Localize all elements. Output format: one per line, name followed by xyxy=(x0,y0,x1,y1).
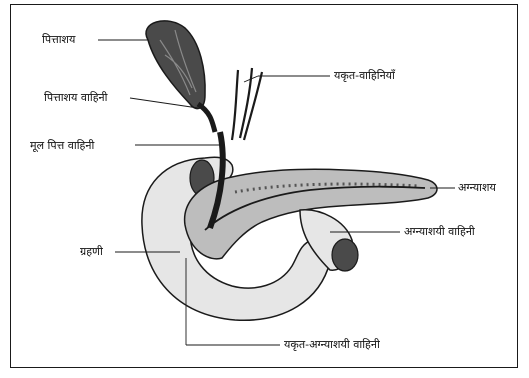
label-hepatic-ducts: यकृत-वाहिनियाँ xyxy=(334,70,395,82)
label-gallbladder: पित्ताशय xyxy=(42,34,75,46)
label-cystic-duct: पित्ताशय वाहिनी xyxy=(44,92,108,104)
label-hepatopancreatic-duct: यकृत-अग्न्याशयी वाहिनी xyxy=(284,339,380,351)
cystic-duct-path xyxy=(198,104,215,132)
intestine-opening xyxy=(332,239,358,271)
label-pancreatic-duct: अग्न्याशयी वाहिनी xyxy=(404,226,475,238)
hepatic-ducts-path xyxy=(232,68,262,140)
label-common-bile-duct: मूल पित्त वाहिनी xyxy=(30,140,94,152)
label-pancreas: अग्न्याशय xyxy=(458,182,496,194)
label-duodenum: ग्रहणी xyxy=(80,246,103,258)
